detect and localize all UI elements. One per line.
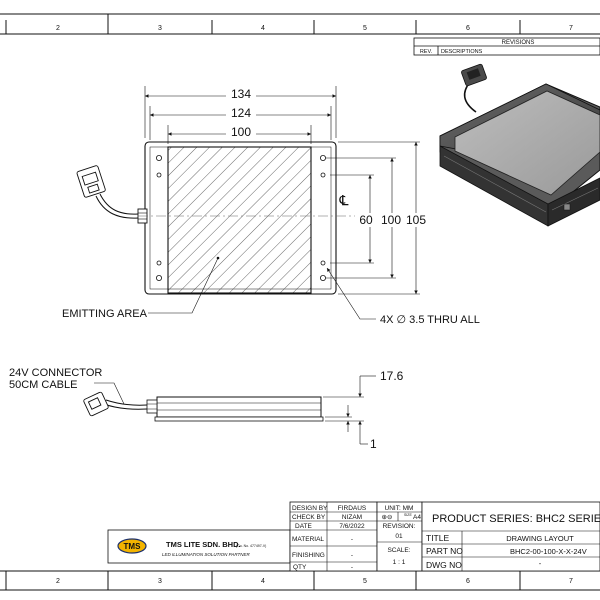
check-by-label: CHECK BY <box>292 514 326 521</box>
dim-side-base: 1 <box>370 437 377 451</box>
zone-label-bottom-7: 7 <box>569 578 573 585</box>
zone-label-top-5: 5 <box>363 25 367 32</box>
revisions-col-rev: REV. <box>420 49 433 55</box>
dim-overall-width: 134 <box>231 87 251 101</box>
mounting-holes <box>155 154 326 281</box>
emitting-area-leader <box>148 257 219 314</box>
side-cable <box>105 399 148 406</box>
revision-label: REVISION: <box>383 523 416 530</box>
finishing-value: - <box>351 552 353 559</box>
qty-label: QTY <box>293 564 307 571</box>
size-value: A4 <box>413 514 421 521</box>
title-block: TMS TMS LITE SDN. BHD. (Co. No. 477497-V… <box>107 501 600 572</box>
dwg-no-value: - <box>539 559 542 568</box>
hole-note: 4X ∅ 3.5 THRU ALL <box>380 314 480 326</box>
company-name: TMS LITE SDN. BHD. <box>166 540 241 549</box>
date-label: DATE <box>295 523 313 530</box>
revisions-table: REVISIONS REV. DESCRIPTIONS <box>413 37 600 56</box>
emitting-area <box>167 146 312 294</box>
part-no-value: BHC2-00-100-X-X-24V <box>510 547 587 556</box>
top-view: ℄ 134 124 100 <box>62 86 480 326</box>
scale-value: 1 : 1 <box>393 559 406 566</box>
zone-label-bottom-5: 5 <box>363 578 367 585</box>
connector-top-view <box>76 165 106 198</box>
size-label: SIZE <box>404 513 412 517</box>
zone-label-bottom-2: 2 <box>56 578 60 585</box>
part-no-label: PART NO <box>426 546 463 556</box>
zone-label-top-2: 2 <box>56 25 60 32</box>
zone-label-top-7: 7 <box>569 25 573 32</box>
revision-value: 01 <box>395 533 403 540</box>
dim-overall-height: 105 <box>406 213 426 227</box>
title-label: TITLE <box>426 533 449 543</box>
connector-label-line1: 24V CONNECTOR <box>9 367 102 379</box>
zone-label-bottom-4: 4 <box>261 578 265 585</box>
dim-side-height: 17.6 <box>380 369 404 383</box>
connector-label-line2: 50CM CABLE <box>9 379 77 391</box>
dim-emit-width: 100 <box>231 125 251 139</box>
design-by-value: FIRDAUS <box>338 505 367 512</box>
product-series: PRODUCT SERIES: BHC2 SERIES <box>432 513 600 525</box>
side-view: 24V CONNECTOR 50CM CABLE 17.6 1 <box>9 367 404 451</box>
hole-note-leader <box>326 267 376 320</box>
dim-emit-height: 60 <box>359 213 373 227</box>
side-gland <box>146 399 158 414</box>
side-body <box>156 396 322 418</box>
iso-cable <box>463 81 477 113</box>
dwg-no-label: DWG NO <box>426 560 462 570</box>
zone-label-bottom-6: 6 <box>466 578 470 585</box>
zone-label-bottom-3: 3 <box>158 578 162 585</box>
isometric-view <box>439 63 600 227</box>
zone-label-top-4: 4 <box>261 25 265 32</box>
logo-text: TMS <box>124 542 142 551</box>
check-by-value: NIZAM <box>342 514 362 521</box>
dim-mount-height: 100 <box>381 213 401 227</box>
side-connector <box>83 391 109 417</box>
border-bottom: 2 3 4 5 6 7 <box>0 570 600 591</box>
iso-emitting-face <box>454 90 600 196</box>
title-value: DRAWING LAYOUT <box>506 534 574 543</box>
side-base-flange <box>154 416 324 422</box>
dim-mount-width: 124 <box>231 106 251 120</box>
qty-value: - <box>351 564 353 571</box>
unit-label: UNIT: MM <box>385 505 414 512</box>
company-logo: TMS <box>117 538 147 554</box>
company-reg: (Co. No. 477497-V) <box>236 544 266 548</box>
zone-label-top-6: 6 <box>466 25 470 32</box>
date-value: 7/6/2022 <box>339 523 365 530</box>
material-value: - <box>351 536 353 543</box>
revisions-title: REVISIONS <box>502 40 535 46</box>
revisions-col-desc: DESCRIPTIONS <box>441 49 483 55</box>
border-top: 2 3 4 5 6 7 <box>0 13 600 35</box>
finishing-label: FINISHING <box>292 552 325 559</box>
centerline-symbol: ℄ <box>339 192 349 208</box>
emitting-area-label: EMITTING AREA <box>62 308 148 320</box>
projection-symbol: ⊕⊖ <box>382 514 393 521</box>
iso-connector <box>461 63 487 87</box>
design-by-label: DESIGN BY <box>292 505 328 512</box>
cable-top <box>99 193 139 215</box>
scale-label: SCALE: <box>387 547 410 554</box>
zone-label-top-3: 3 <box>158 25 162 32</box>
company-tagline: LED ILLUMINATION SOLUTION PARTNER <box>162 552 251 557</box>
material-label: MATERIAL <box>292 536 324 543</box>
